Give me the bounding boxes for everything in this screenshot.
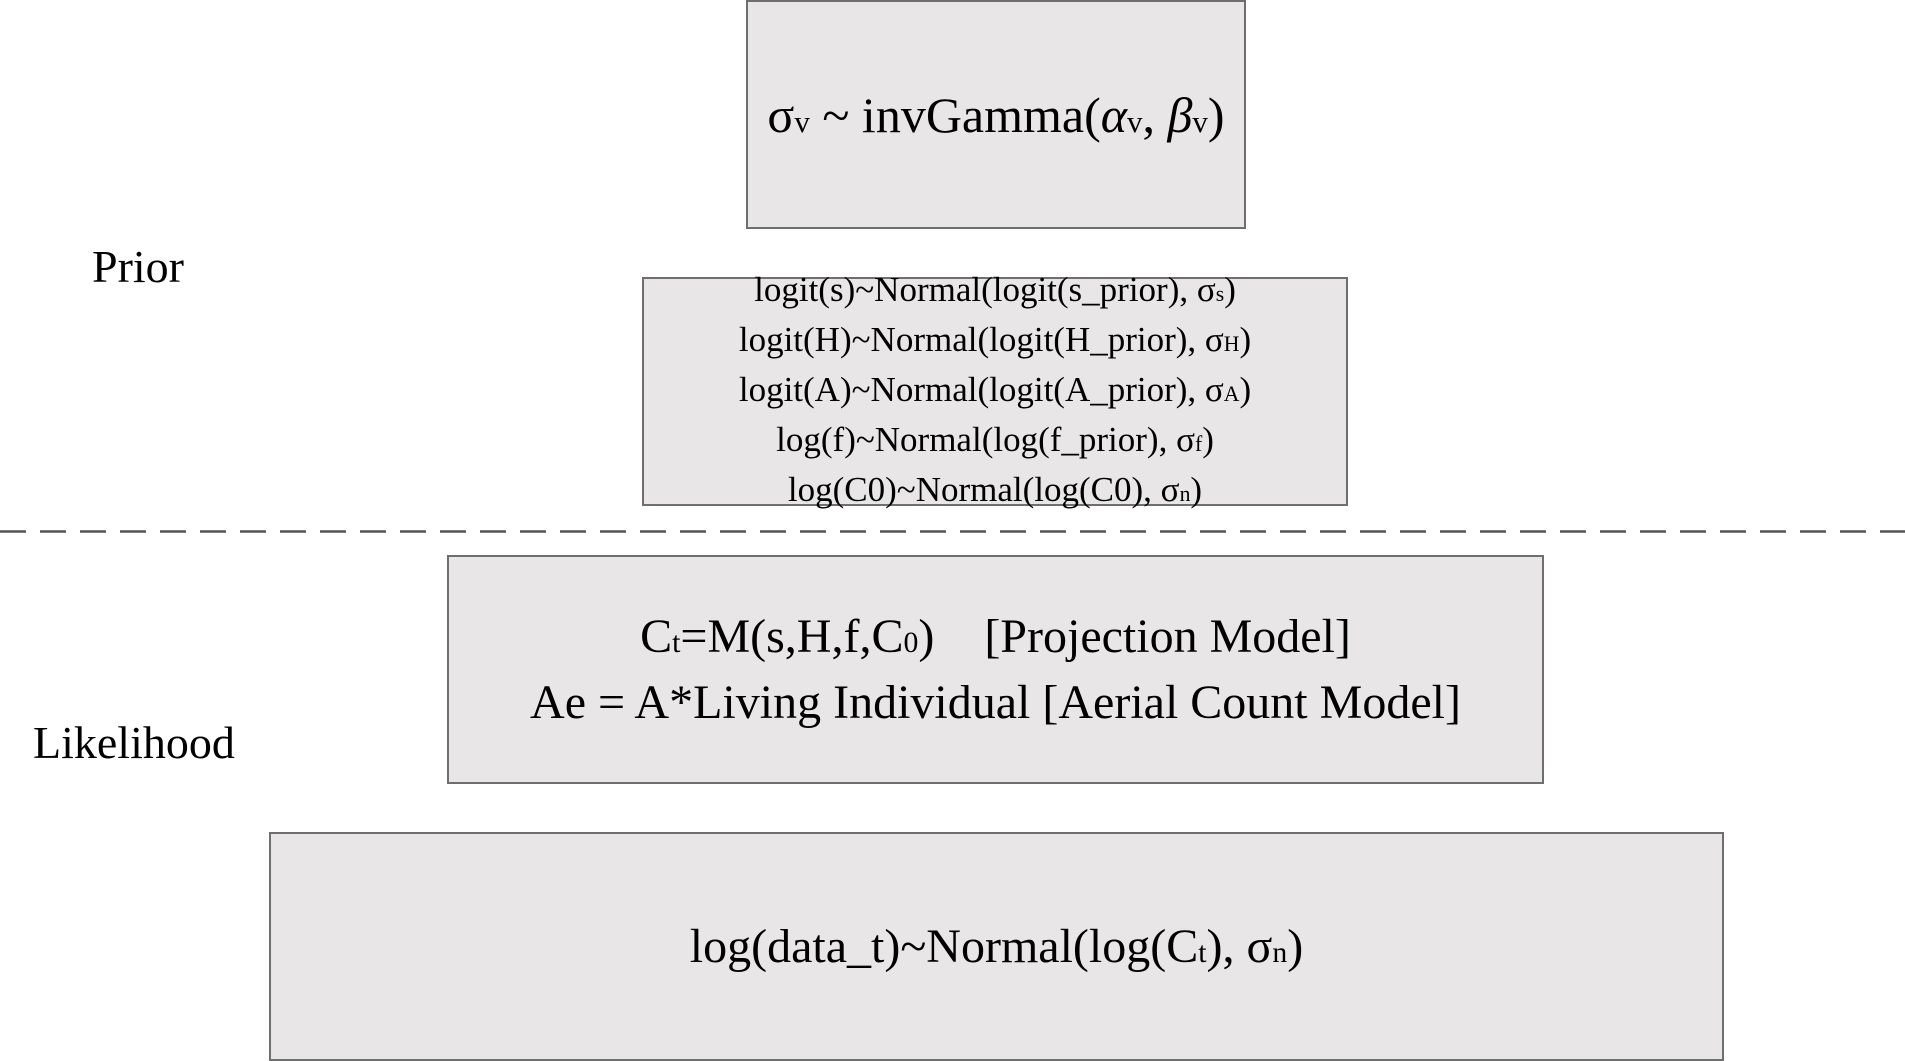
prior-line-c0-close: ) [1190, 469, 1203, 509]
likelihood-label: Likelihood [33, 717, 235, 768]
sigma-v-equation: σv ~ invGamma(αv, βv) [767, 85, 1224, 145]
sigma-symbol: σ [767, 86, 795, 143]
prior-line-f: log(f)~Normal(log(f_prior), σf) [776, 417, 1214, 467]
projection-m-text: =M(s,H,f,C [680, 609, 904, 663]
aerial-count-equation: Ae = A*Living Individual [Aerial Count M… [530, 675, 1461, 729]
prior-line-a-text: logit(A)~Normal(logit(A_prior), σ [738, 369, 1224, 409]
beta-subscript: v [1192, 103, 1208, 139]
data-n-subscript: n [1272, 935, 1288, 969]
prior-line-f-subscript: f [1194, 431, 1203, 456]
prior-line-s: logit(s)~Normal(logit(s_prior), σs) [754, 267, 1236, 317]
sigma-subscript: v [794, 103, 810, 139]
prior-line-h: logit(H)~Normal(logit(H_prior), σH) [739, 317, 1251, 367]
prior-line-c0-text: log(C0)~Normal(log(C0), σ [787, 469, 1180, 509]
prior-line-s-subscript: s [1215, 281, 1225, 306]
projection-t-subscript: t [672, 625, 681, 659]
prior-line-f-text: log(f)~Normal(log(f_prior), σ [776, 419, 1195, 459]
projection-model-box: Ct=M(s,H,f,C0) [Projection Model] Ae = A*… [447, 555, 1544, 784]
sigma-v-prior-box: σv ~ invGamma(αv, βv) [746, 0, 1246, 229]
beta-symbol: β [1167, 86, 1193, 143]
parameter-priors-box: logit(s)~Normal(logit(s_prior), σs) logi… [642, 270, 1348, 509]
prior-line-h-subscript: H [1223, 331, 1240, 356]
close-paren: ) [1207, 86, 1225, 143]
prior-line-f-close: ) [1202, 419, 1214, 459]
projection-model-tag: [Projection Model] [984, 609, 1351, 663]
prior-line-s-text: logit(s)~Normal(logit(s_prior), σ [754, 269, 1216, 309]
prior-line-a-close: ) [1239, 369, 1252, 409]
prior-label: Prior [92, 241, 184, 292]
data-likelihood-box: log(data_t)~Normal(log(Ct), σn) [269, 832, 1724, 1061]
data-likelihood-text: log(data_t)~Normal(log(C [689, 919, 1199, 973]
inv-gamma-text: ~ invGamma( [809, 86, 1101, 143]
data-sigma-text: ), σ [1206, 919, 1273, 973]
projection-model-equation: Ct=M(s,H,f,C0) [Projection Model] [640, 607, 1351, 673]
alpha-subscript: v [1127, 103, 1143, 139]
projection-close: ) [918, 609, 935, 663]
prior-line-a-subscript: A [1223, 381, 1240, 406]
data-likelihood-equation: log(data_t)~Normal(log(Ct), σn) [690, 918, 1303, 976]
prior-line-h-close: ) [1239, 319, 1252, 359]
alpha-symbol: α [1100, 86, 1127, 143]
prior-line-c0-subscript: n [1179, 481, 1191, 506]
data-close: ) [1287, 919, 1304, 973]
prior-line-s-close: ) [1224, 269, 1236, 309]
prior-line-h-text: logit(H)~Normal(logit(H_prior), σ [738, 319, 1224, 359]
data-t-subscript: t [1198, 935, 1207, 969]
projection-c-text: C [640, 609, 673, 663]
prior-line-a: logit(A)~Normal(logit(A_prior), σA) [739, 367, 1251, 417]
prior-line-c0: log(C0)~Normal(log(C0), σn) [788, 467, 1202, 517]
projection-0-subscript: 0 [903, 625, 919, 659]
comma-text: , [1142, 86, 1168, 143]
prior-likelihood-divider [0, 530, 1905, 533]
